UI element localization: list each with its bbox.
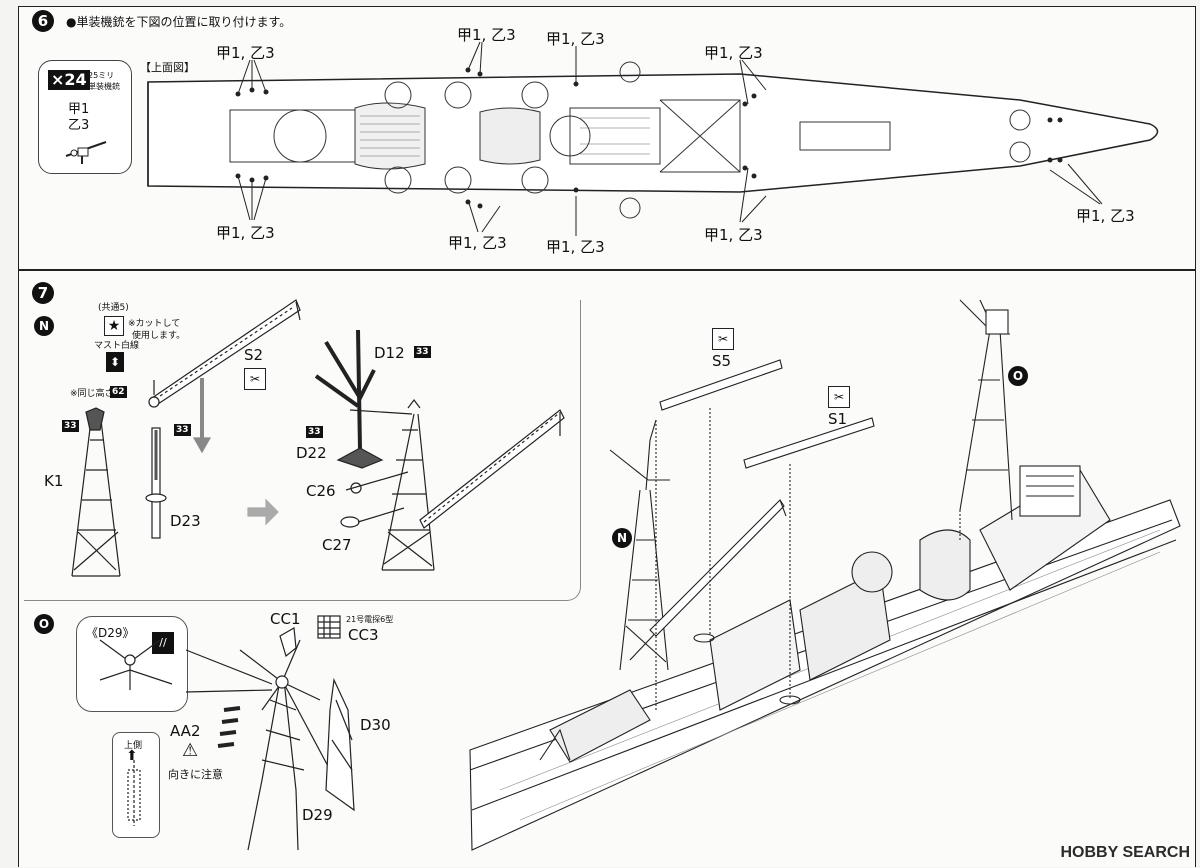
parts-type-note: 単装機銃: [88, 82, 120, 91]
callout-fwd-bottom: 甲1, 乙3: [704, 226, 763, 244]
common-note: (共通5): [98, 303, 129, 313]
callout-mid2-bottom: 甲1, 乙3: [546, 238, 605, 256]
callout-fwd-top: 甲1, 乙3: [704, 44, 763, 62]
ship-perspective-view: [469, 299, 1181, 851]
callout-mid-top: 甲1, 乙3: [457, 26, 516, 44]
watermark: HOBBY SEARCH: [1060, 844, 1191, 861]
mast-white-icon: ⬍: [106, 352, 124, 372]
sub-n-marker: N: [34, 316, 54, 336]
part-cc1: CC1: [270, 610, 301, 628]
machine-gun-icon: [65, 141, 107, 164]
part-s2: S2: [244, 346, 264, 364]
sub-o-drawings: [99, 615, 355, 851]
parts-line2: 乙3: [68, 118, 90, 133]
sub-o-marker: O: [34, 614, 54, 634]
cut-tool-icon-s5: ✂: [712, 328, 734, 350]
parts-size-note: 25ミリ: [88, 71, 115, 80]
part-d29-bracket: 《D29》: [86, 626, 135, 640]
part-cc3: CC3: [348, 626, 379, 644]
part-d22: D22: [296, 444, 327, 462]
step6-number: 6: [32, 10, 54, 32]
callout-aft-top: 甲1, 乙3: [216, 44, 275, 62]
part-c27: C27: [322, 536, 352, 554]
sub-n-ref: N: [612, 528, 632, 548]
radar-note: 21号電探6型: [346, 615, 394, 624]
part-c26: C26: [306, 482, 336, 500]
tag-33-b: 33: [174, 424, 191, 436]
sub-o-ref: O: [1008, 366, 1028, 386]
part-k1: K1: [44, 472, 64, 490]
tag-33-d12: 33: [414, 346, 431, 358]
part-d12: D12: [374, 344, 405, 362]
star-icon: ★: [104, 316, 124, 336]
part-d23: D23: [170, 512, 201, 530]
step6-leader-lines: [237, 41, 1103, 236]
step6-instruction: ●単装機銃を下図の位置に取り付けます。: [66, 15, 292, 29]
part-aa2: AA2: [170, 722, 201, 740]
cut-tool-icon-s1: ✂: [828, 386, 850, 408]
part-s1: S1: [828, 410, 848, 428]
callout-bow: 甲1, 乙3: [1076, 207, 1135, 225]
top-view-label: 【上面図】: [140, 61, 195, 74]
same-height-note: ※同じ高さ: [70, 389, 114, 399]
sub-n-box: [24, 300, 581, 601]
part-s5: S5: [712, 352, 732, 370]
warning-icon: ⚠: [182, 740, 199, 761]
step7-number: 7: [32, 282, 54, 304]
caution-note: 向きに注意: [168, 768, 223, 781]
part-d30: D30: [360, 716, 391, 734]
glue-icon: //: [152, 632, 174, 654]
cut-note-1: ※カットして: [128, 319, 181, 329]
upper-side-label: 上側: [124, 741, 143, 751]
callout-mid2-top: 甲1, 乙3: [546, 30, 605, 48]
sub-n-drawings: [71, 299, 565, 577]
callout-aft-bottom: 甲1, 乙3: [216, 224, 275, 242]
tag-33-a: 33: [62, 420, 79, 432]
up-arrow-icon: ⬆: [126, 748, 138, 764]
parts-line1: 甲1: [68, 102, 90, 117]
cut-tool-icon-s2: ✂: [244, 368, 266, 390]
ship-top-view: [147, 61, 1159, 219]
tag-33-d22: 33: [306, 426, 323, 438]
parts-count: ×24: [48, 70, 90, 90]
cut-note-2: 使用します。: [132, 331, 186, 341]
callout-mid-bottom: 甲1, 乙3: [448, 234, 507, 252]
mast-white-line: マスト白線: [94, 341, 140, 351]
tag-62: 62: [110, 386, 127, 398]
part-d29: D29: [302, 806, 333, 824]
